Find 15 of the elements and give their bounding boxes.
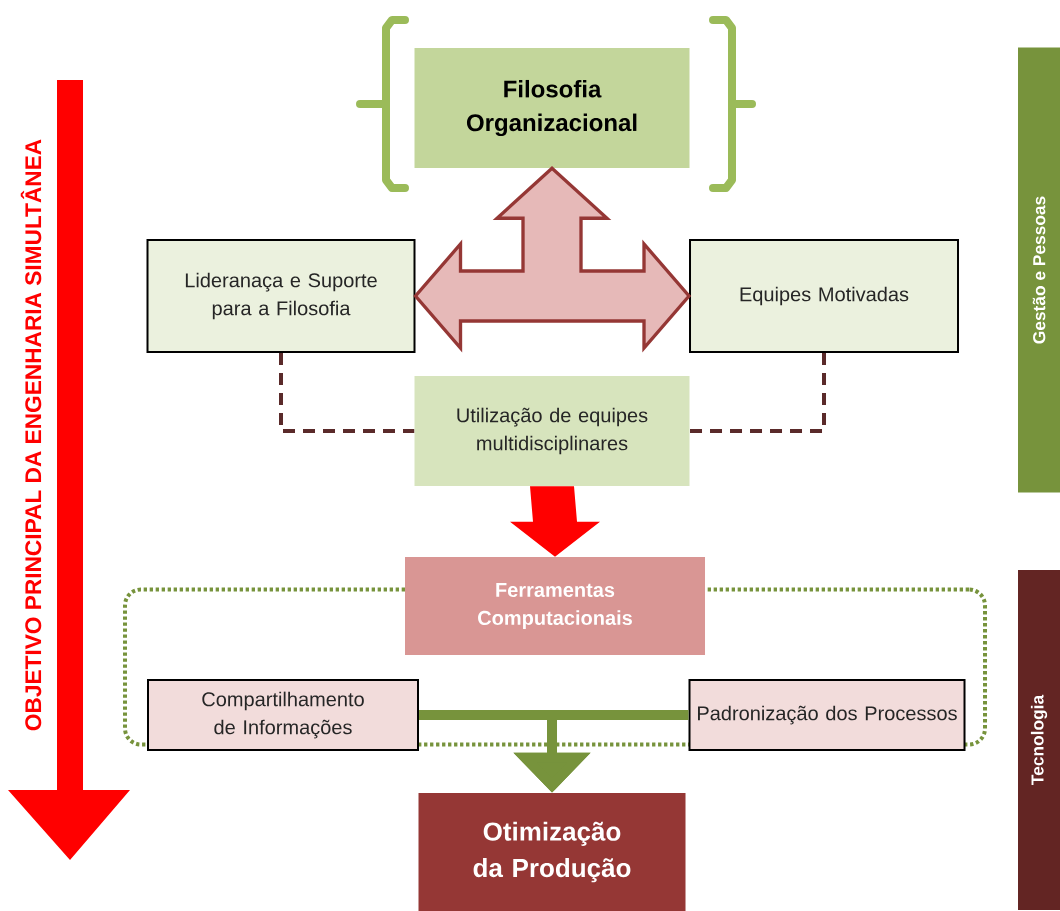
block-arrow [413,166,692,353]
title-box: Filosofia Organizacional [414,48,690,168]
connector-line [689,353,826,433]
block-arrow [510,486,600,557]
process-box: Lideranaça e Suporte para a Filosofia [146,239,416,353]
side-band: Tecnologia [1018,570,1060,910]
axis-label: OBJETIVO PRINCIPAL DA ENGENHARIA SIMULTÂNEA [20,139,42,731]
side-band: Gestão e Pessoas [1018,47,1060,493]
process-box: Compartilhamento de Informações [147,679,419,751]
process-box: Ferramentas Computacionais [405,557,705,655]
process-box: Equipes Motivadas [689,239,959,353]
result-box: Otimização da Produção [418,793,686,911]
connector-line [279,353,415,433]
process-box: Utilização de equipes multidisciplinares [414,376,690,486]
process-box: Padronização dos Processos [688,679,966,751]
